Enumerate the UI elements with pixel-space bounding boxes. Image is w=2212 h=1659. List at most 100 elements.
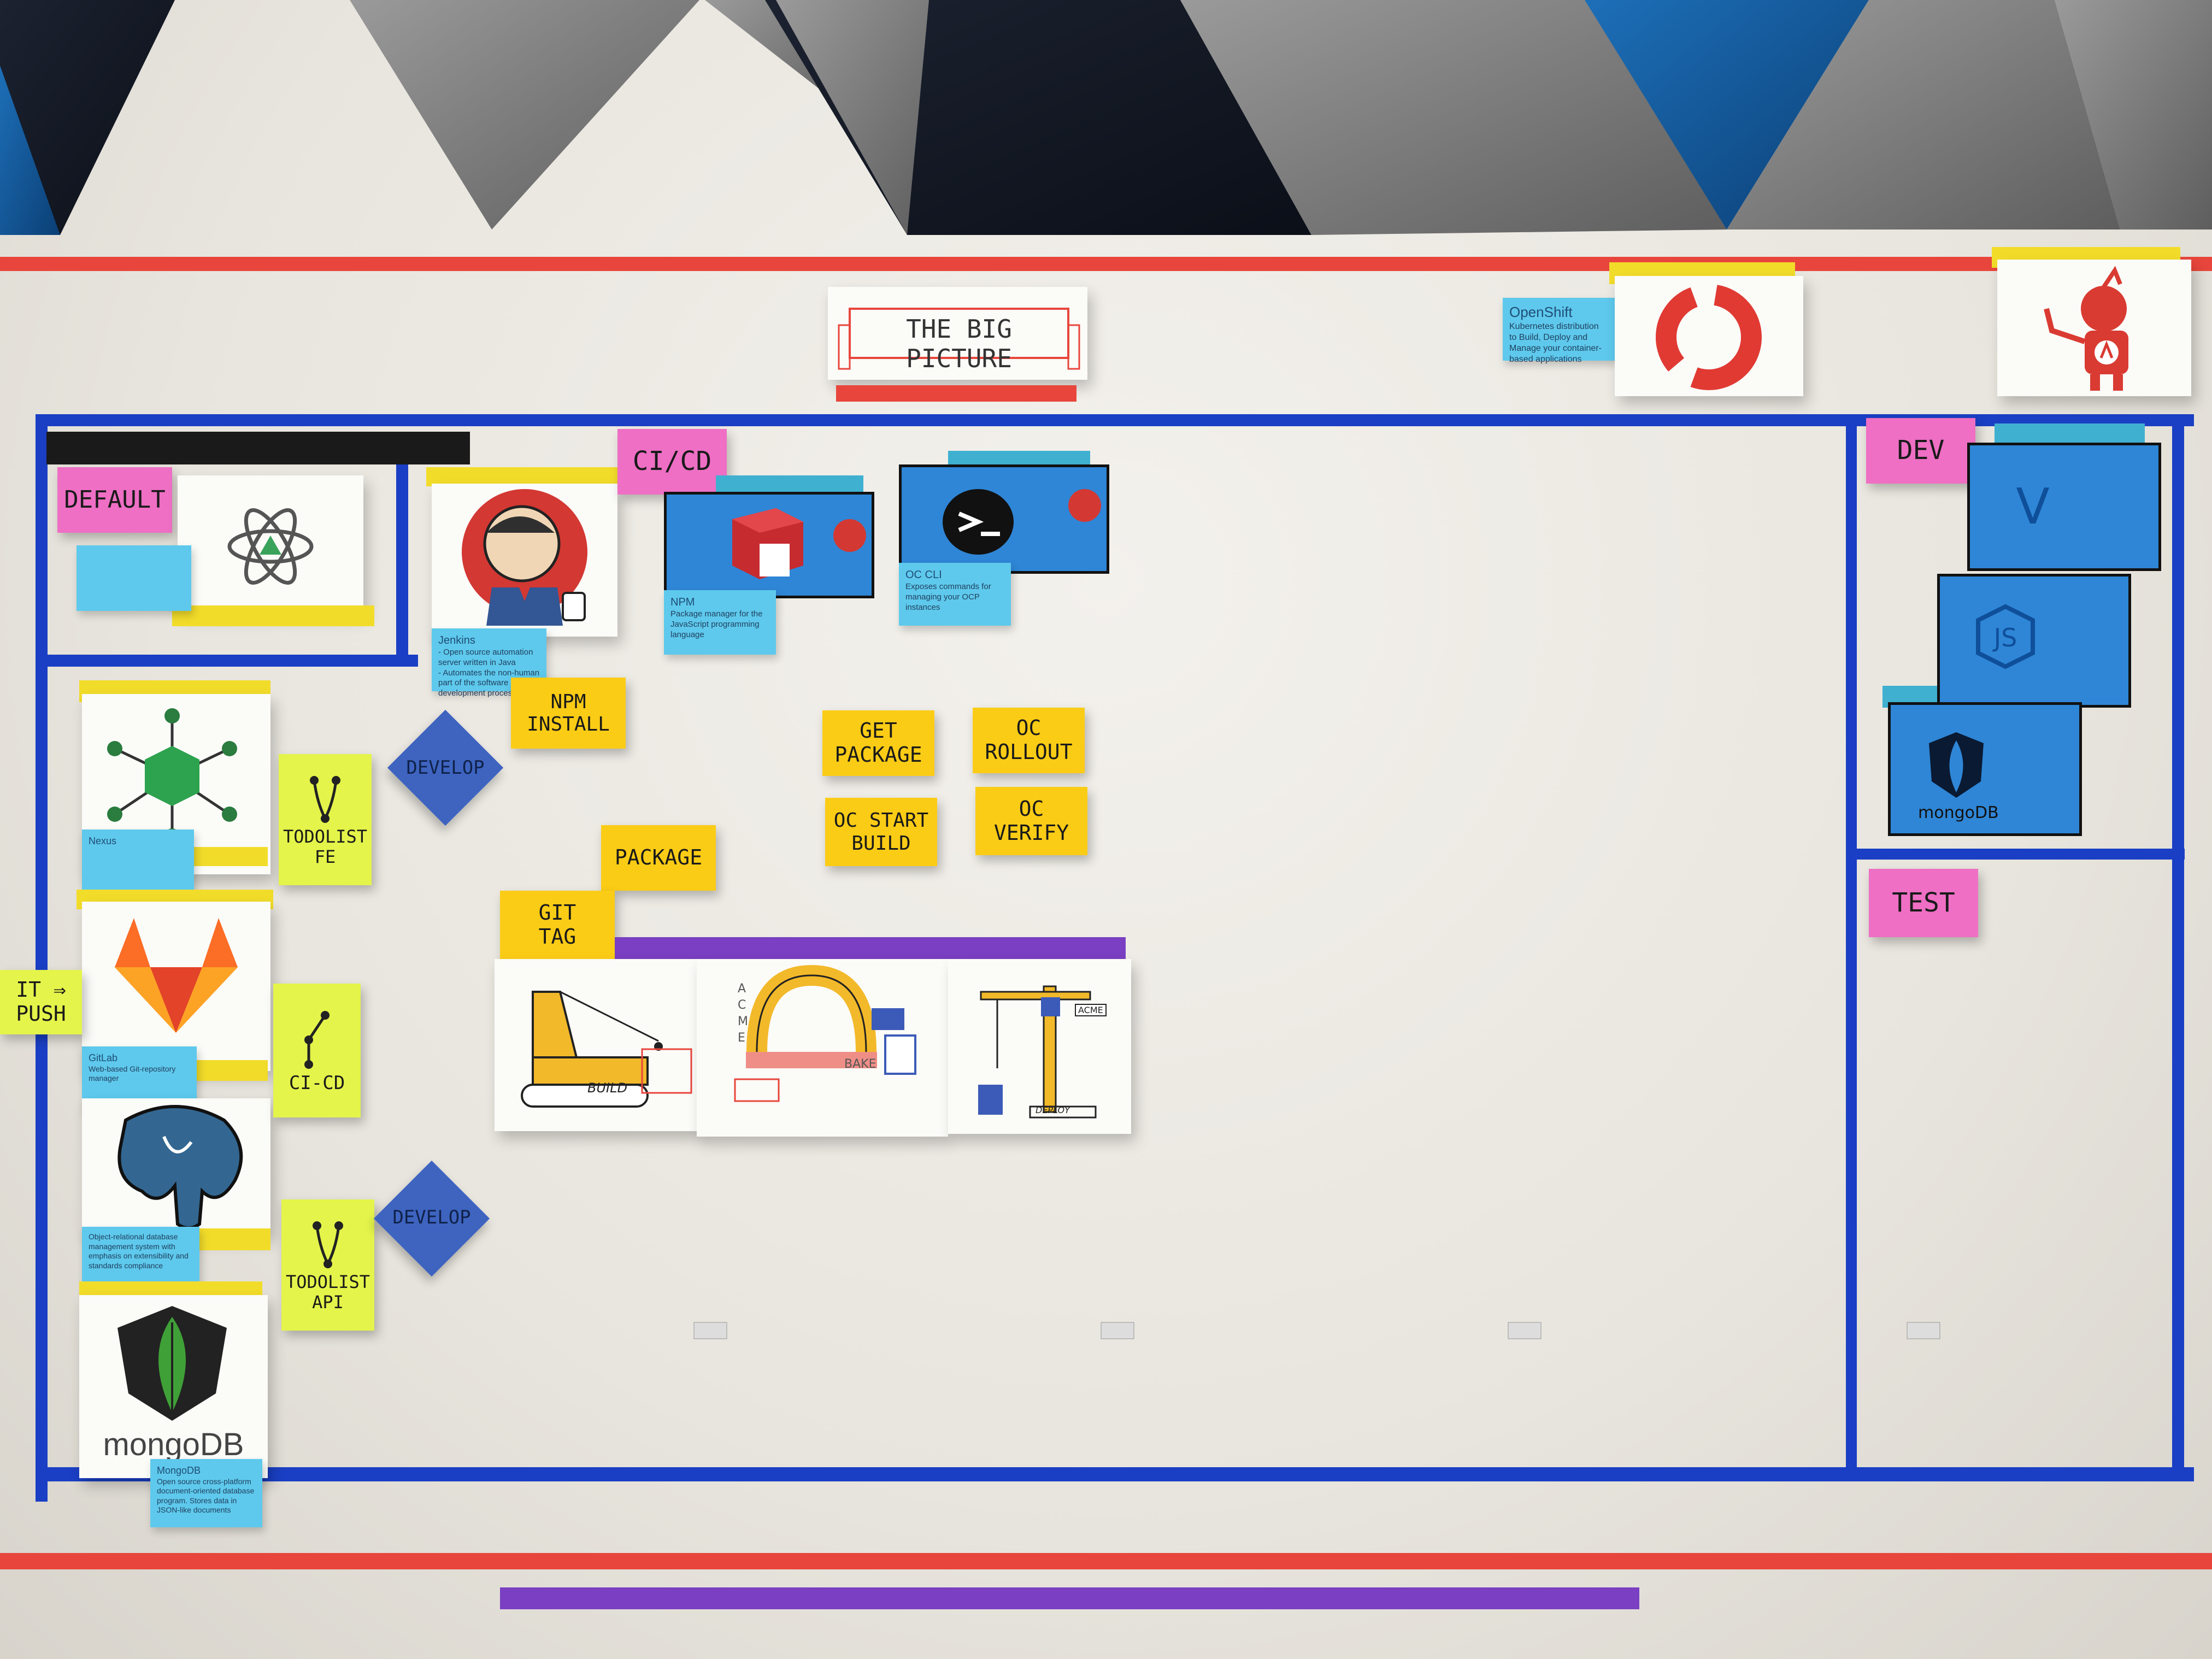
big-picture-banner: THE BIG PICTURE <box>828 287 1087 380</box>
blue-tape-dev-divider <box>1846 414 1857 1480</box>
blue-tape-left <box>36 414 48 1502</box>
openshift-note-title: OpenShift <box>1509 304 1573 320</box>
mongo-logo-text: mongoDB <box>103 1427 244 1462</box>
todolist-api-label: TODOLIST API <box>285 1272 370 1313</box>
section-cicd-label: CI/CD <box>617 429 727 495</box>
vue-container: V <box>1967 443 2161 571</box>
banner-title: THE BIG PICTURE <box>906 314 1012 373</box>
panel-blue-left <box>0 66 60 235</box>
oc-verify-sticky: OC VERIFY <box>975 787 1087 855</box>
jenkins-tape <box>426 467 617 486</box>
acme-purple-tape <box>615 937 1126 959</box>
develop-diamond-bottom-label: DEVELOP <box>392 1207 471 1228</box>
terminal-icon <box>943 489 1101 555</box>
get-package-sticky: GET PACKAGE <box>822 710 934 776</box>
nexus-note: Nexus <box>82 829 194 895</box>
mongo-shield-icon <box>1929 732 1984 798</box>
occli-note-title: OC CLI <box>905 569 942 581</box>
jenkins-icon <box>462 489 587 626</box>
git-branch-icon <box>304 1010 330 1069</box>
git-push-sticky: IT ⇒ PUSH <box>0 970 82 1034</box>
occli-note-text: Exposes commands for managing your OCP i… <box>905 582 991 612</box>
crane-icon <box>978 985 1097 1119</box>
blue-tape-top <box>36 414 2194 426</box>
black-tape <box>46 432 470 464</box>
node-container: JS <box>1937 574 2131 708</box>
gitlab-note-text: Web-based Git-repository manager <box>89 1064 176 1083</box>
red-tape-top <box>0 257 2212 271</box>
mongo-container: mongoDB <box>1888 702 2082 836</box>
blue-tape-right <box>2172 414 2184 1480</box>
openshift-logo-icon <box>1656 284 1762 390</box>
package-sticky: PACKAGE <box>601 825 716 891</box>
banner-red-tape <box>836 385 1076 402</box>
robot-icon <box>2044 266 2128 391</box>
section-test-label: TEST <box>1869 869 1978 937</box>
panel-blue-right <box>1585 0 1869 230</box>
occli-note: OC CLI Exposes commands for managing you… <box>899 563 1011 626</box>
nodejs-logo: JS <box>1993 623 2017 652</box>
default-tape <box>172 605 374 626</box>
wall-hooks <box>693 1322 1940 1339</box>
acme-build-label: BUILD <box>587 1080 627 1096</box>
acme-deploy-sign: ACME <box>1075 1004 1107 1016</box>
git-tag-sticky: GIT TAG <box>500 891 615 959</box>
oc-start-build-sticky: OC START BUILD <box>825 798 937 866</box>
acme-bake-card: ACME BAKE <box>697 959 948 1137</box>
acme-bake-label: BAKE <box>844 1057 876 1071</box>
develop-diamond-top-label: DEVELOP <box>406 757 485 779</box>
acme-builder-icon <box>521 991 692 1108</box>
panel-gray-1 <box>350 0 699 230</box>
red-tape-bottom <box>0 1553 2212 1569</box>
blue-tape-default-right <box>396 432 408 666</box>
cicd-repo-label: CI-CD <box>289 1072 345 1094</box>
acme-build-card: BUILD <box>495 959 699 1131</box>
todolist-fe-label: TODOLIST FE <box>283 826 368 867</box>
blue-tape-dev-test-divider <box>1846 849 2185 860</box>
gitlab-logo-card <box>82 902 270 1071</box>
acme-deploy-label: DEPLOY <box>1036 1105 1070 1115</box>
nexus-note-title: Nexus <box>89 836 117 846</box>
section-dev-label: DEV <box>1866 418 1975 484</box>
blue-tape-default-bottom <box>46 655 418 667</box>
acoustic-panels <box>0 0 2212 235</box>
gitlab-note-title: GitLab <box>89 1052 118 1063</box>
panel-gray-4 <box>1180 0 1727 235</box>
default-note <box>77 545 191 611</box>
section-default-label: DEFAULT <box>57 467 172 533</box>
blue-tape-bottom <box>36 1467 2194 1481</box>
panel-gray-2 <box>705 0 852 115</box>
mongo-logo-card: mongoDB <box>79 1295 268 1478</box>
cicd-repo-sticky: CI-CD <box>273 984 361 1117</box>
atom-icon <box>227 508 314 585</box>
jenkins-note: Jenkins - Open source automation server … <box>432 628 546 698</box>
npm-cube-icon <box>732 508 866 579</box>
openshift-note: OpenShift Kubernetes distribution to Bui… <box>1503 298 1615 364</box>
npm-container <box>664 492 874 598</box>
postgres-note-text: Object-relational database management sy… <box>89 1232 189 1270</box>
jenkins-note-title: Jenkins <box>438 634 475 646</box>
acme-oven-icon <box>734 964 916 1102</box>
git-branch-icon <box>310 776 340 823</box>
nodejs-hexagon-icon <box>1976 604 2035 669</box>
git-branch-icon <box>313 1221 343 1269</box>
npm-note-text: Package manager for the JavaScript progr… <box>670 609 763 639</box>
mongo-container-label: mongoDB <box>1918 803 1999 822</box>
todolist-api-sticky: TODOLIST API <box>281 1199 374 1331</box>
panel-gray-5 <box>1727 0 2120 230</box>
postgres-tape <box>191 1228 270 1250</box>
jenkins-note-text: - Open source automation server written … <box>438 648 540 698</box>
npm-install-sticky: NPM INSTALL <box>511 678 626 749</box>
panel-gray-6 <box>2055 0 2212 230</box>
mongo-leaf-icon <box>117 1306 227 1421</box>
acme-bake-vertical: ACME <box>738 982 748 1045</box>
mongo-note-title: MongoDB <box>157 1465 201 1476</box>
gitlab-icon <box>115 918 238 1033</box>
acme-deploy-card: DEPLOY ACME <box>948 959 1131 1134</box>
purple-tape-bottom <box>500 1587 1639 1609</box>
panel-gray-3 <box>776 0 929 235</box>
npm-tape <box>716 475 863 492</box>
vue-logo: V <box>2016 478 2050 536</box>
todolist-fe-sticky: TODOLIST FE <box>279 754 372 885</box>
nexus-tape-bottom <box>194 847 268 866</box>
